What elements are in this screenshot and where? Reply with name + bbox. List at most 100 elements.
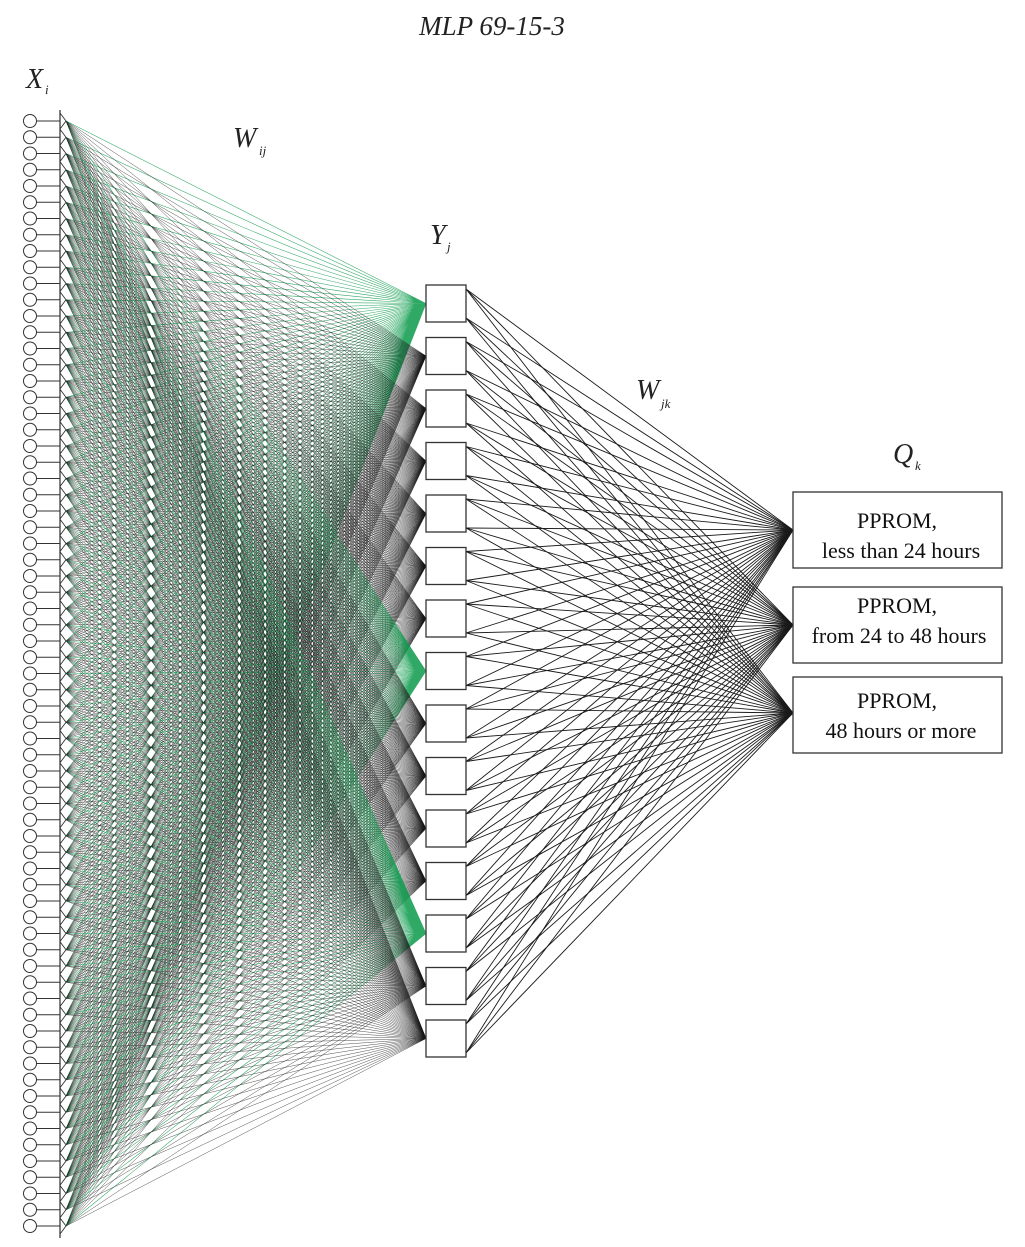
input-node [23, 697, 67, 715]
input-node-fanout [59, 843, 67, 861]
output-node: PPROM, less than 24 hours [792, 491, 1003, 569]
input-node [23, 990, 67, 1007]
input-node-circle [23, 276, 37, 291]
weight-line [465, 624, 794, 762]
hidden-node [425, 651, 467, 691]
input-node [23, 161, 67, 179]
input-node-fanout [59, 941, 67, 959]
input-node [23, 713, 67, 731]
input-node [23, 145, 67, 162]
input-node-circle [23, 179, 37, 193]
input-node [23, 1006, 67, 1024]
weight-line [465, 498, 794, 714]
input-node-fanout [59, 405, 67, 422]
input-node [23, 811, 67, 829]
input-node-fanout [59, 811, 67, 829]
input-node [23, 1136, 67, 1154]
hidden-node [425, 336, 467, 376]
hidden-node [425, 704, 467, 743]
weight-line-bundle [65, 120, 427, 1227]
input-node-fanout [59, 567, 67, 585]
input-node [23, 567, 67, 585]
input-node-circle [23, 634, 37, 648]
input-node-circle [23, 975, 37, 990]
weights-jk-label-main: W [636, 375, 662, 406]
input-node-fanout [59, 551, 67, 569]
input-node-circle [23, 1056, 37, 1071]
input-node-circle [23, 1219, 37, 1233]
output-label-sub: k [915, 458, 921, 473]
input-node-circle [23, 991, 37, 1006]
input-node [23, 1103, 67, 1121]
input-node-circle [23, 1170, 37, 1185]
input-node-circle [23, 536, 37, 551]
weight-line [465, 624, 794, 739]
input-node [23, 681, 67, 699]
input-node-fanout [59, 616, 67, 634]
input-node [23, 778, 67, 796]
input-node [23, 892, 67, 910]
input-node [23, 437, 67, 455]
input-node [23, 860, 67, 877]
output-node: PPROM, from 24 to 48 hours [792, 586, 1003, 664]
weight-line [465, 529, 794, 581]
input-node [23, 795, 67, 812]
weight-line [465, 529, 794, 920]
weight-line [465, 341, 794, 714]
weight-line [465, 624, 794, 791]
input-node-fanout [59, 892, 67, 910]
input-label-sub: i [45, 82, 49, 97]
hidden-layer [425, 284, 467, 1058]
input-node-fanout [59, 226, 67, 244]
input-node-fanout [59, 876, 67, 894]
weight-line [465, 624, 794, 1001]
input-node-fanout [59, 388, 67, 406]
output-label-line2: less than 24 hours [822, 538, 980, 563]
input-node-circle [23, 1186, 37, 1201]
input-node-circle [23, 617, 37, 632]
input-node-circle [23, 569, 37, 583]
weight-line [465, 529, 794, 605]
weight-line [465, 712, 794, 815]
hidden-node [425, 914, 467, 953]
input-node [23, 762, 67, 780]
input-node-circle [23, 731, 37, 746]
hidden-output-weights [465, 288, 794, 1054]
input-node [23, 291, 67, 309]
input-node-circle [23, 357, 37, 372]
input-node [23, 128, 67, 146]
input-node [23, 1168, 67, 1186]
input-node-fanout [59, 128, 67, 146]
input-node-fanout [59, 1185, 67, 1202]
input-node-fanout [59, 681, 67, 699]
input-node [23, 242, 67, 260]
input-node [23, 356, 67, 374]
input-node-circle [23, 1105, 37, 1120]
input-node-circle [23, 211, 37, 226]
weight-line-bundle [65, 120, 427, 1227]
weight-line [465, 529, 794, 634]
hidden-node [425, 389, 467, 428]
weight-line [465, 685, 794, 714]
weight-line [465, 708, 794, 714]
input-node [23, 600, 67, 617]
weight-line-bundle [65, 120, 427, 1227]
input-node [23, 275, 67, 292]
input-node-fanout [59, 1136, 67, 1154]
input-node-fanout [59, 145, 67, 162]
hidden-node [425, 861, 467, 901]
weight-line [465, 446, 794, 626]
input-node [23, 1120, 67, 1137]
input-node [23, 1087, 67, 1105]
input-node-fanout [59, 648, 67, 666]
weight-line [465, 317, 794, 531]
input-node-fanout [59, 1168, 67, 1186]
input-node [23, 405, 67, 422]
input-node-circle [23, 585, 37, 600]
input-node-fanout [59, 795, 67, 812]
weight-line [465, 529, 794, 896]
weight-line [465, 529, 794, 710]
input-node-circle [23, 796, 37, 811]
weight-line [465, 624, 794, 815]
